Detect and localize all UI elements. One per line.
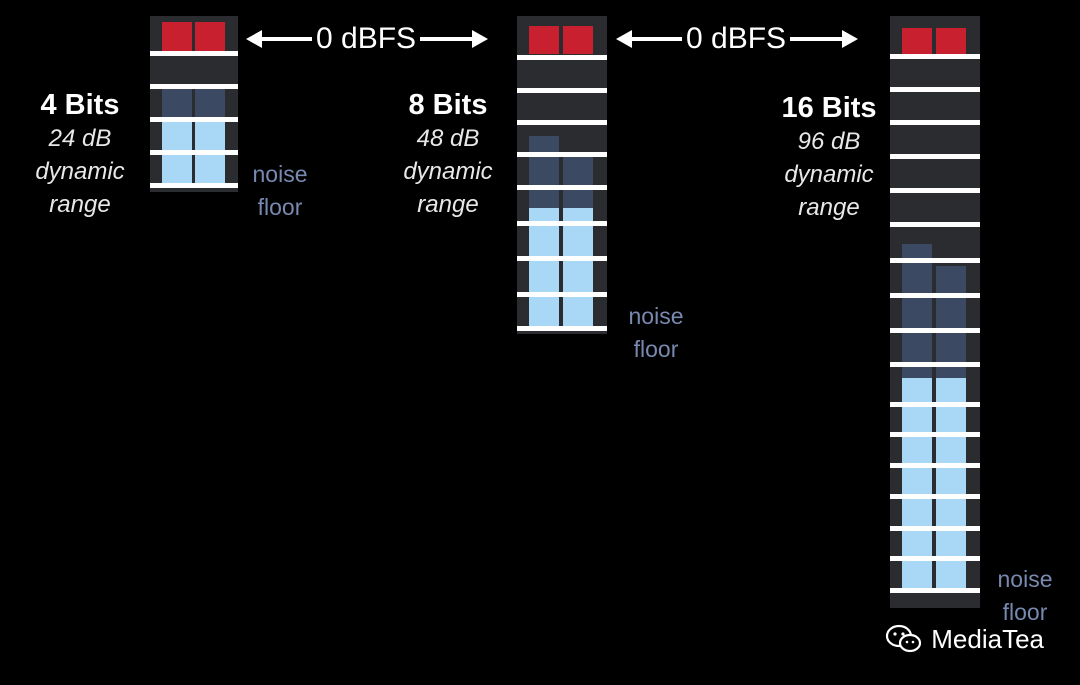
bit-step-line (890, 432, 980, 437)
noise-text: noise (628, 303, 684, 329)
bit-step-line (890, 293, 980, 298)
level-bar-right (563, 208, 593, 326)
range-line: range (798, 194, 860, 221)
meter-8-bits (517, 16, 607, 334)
arrow-right-icon (842, 30, 859, 48)
peak-bar-right (936, 266, 966, 378)
bit-step-line (890, 222, 980, 227)
floor-text: floor (1002, 599, 1048, 625)
bit-step-line (890, 120, 980, 125)
noise-floor-label: noise floor (616, 300, 696, 366)
bit-step-line (517, 256, 607, 261)
zero-dbfs-arrow: 0 dBFS (246, 22, 512, 56)
clip-indicator-left (902, 28, 932, 54)
meter-label-4-bits: 4 Bits 24 dB dynamic range (10, 88, 150, 221)
watermark-text: MediaTea (931, 623, 1044, 654)
bit-step-line (517, 292, 607, 297)
bit-step-line (890, 526, 980, 531)
range-line: dynamic (784, 161, 874, 188)
meter-16-bits (890, 16, 980, 608)
bit-step-line (890, 402, 980, 407)
bit-step-line (890, 463, 980, 468)
noise-text: noise (997, 566, 1053, 592)
meter-4-bits (150, 16, 238, 192)
meter-label-8-bits: 8 Bits 48 dB dynamic range (380, 88, 516, 221)
clip-indicator-right (563, 26, 593, 54)
bit-step-line (150, 150, 238, 155)
bit-step-line (517, 185, 607, 190)
bit-step-line (517, 326, 607, 331)
level-bar-right (936, 378, 966, 588)
peak-bar-left (902, 244, 932, 378)
meter-label-16-bits: 16 Bits 96 dB dynamic range (756, 91, 902, 224)
zero-dbfs-label: 0 dBFS (686, 22, 787, 55)
clip-indicator-left (162, 22, 192, 52)
arrow-left-icon (246, 30, 262, 48)
bit-step-line (150, 84, 238, 89)
range-line: dynamic (35, 158, 125, 185)
peak-bar-right (563, 156, 593, 208)
clip-indicator-right (195, 22, 225, 52)
noise-text: noise (252, 161, 308, 187)
bit-step-line (890, 556, 980, 561)
range-line: 24 dB (48, 125, 112, 152)
peak-bar-left (162, 89, 192, 121)
level-bar-left (529, 208, 559, 326)
wechat-icon (886, 624, 922, 653)
floor-text: floor (257, 194, 303, 220)
arrow-right-icon (472, 30, 489, 48)
bit-step-line (890, 258, 980, 263)
noise-floor-label: noise floor (240, 158, 320, 224)
watermark: MediaTea (885, 623, 1044, 655)
bits-label: 8 Bits (408, 89, 488, 121)
bit-step-line (517, 120, 607, 125)
range-line: dynamic (403, 158, 493, 185)
peak-bar-left (529, 136, 559, 208)
range-line: 48 dB (416, 125, 480, 152)
bit-step-line (890, 54, 980, 59)
zero-dbfs-label: 0 dBFS (316, 22, 417, 55)
bit-step-line (890, 494, 980, 499)
peak-bar-right (195, 89, 225, 121)
range-line: 96 dB (797, 128, 861, 155)
bit-step-line (890, 87, 980, 92)
level-bar-left (902, 378, 932, 588)
range-line: range (49, 191, 111, 218)
bit-step-line (150, 117, 238, 122)
bit-step-line (517, 152, 607, 157)
bit-step-line (890, 588, 980, 593)
bit-step-line (517, 88, 607, 93)
bit-step-line (890, 188, 980, 193)
bit-step-line (517, 221, 607, 226)
noise-floor-label: noise floor (985, 563, 1065, 629)
zero-dbfs-arrow: 0 dBFS (616, 22, 882, 56)
clip-indicator-left (529, 26, 559, 54)
arrow-left-icon (616, 30, 632, 48)
bit-step-line (890, 154, 980, 159)
bit-step-line (150, 51, 238, 56)
bits-label: 16 Bits (781, 92, 877, 124)
clip-indicator-right (936, 28, 966, 54)
range-line: range (417, 191, 479, 218)
bit-step-line (890, 362, 980, 367)
bit-step-line (890, 328, 980, 333)
floor-text: floor (633, 336, 679, 362)
bit-step-line (150, 183, 238, 188)
bit-step-line (517, 55, 607, 60)
bits-label: 4 Bits (40, 89, 120, 121)
